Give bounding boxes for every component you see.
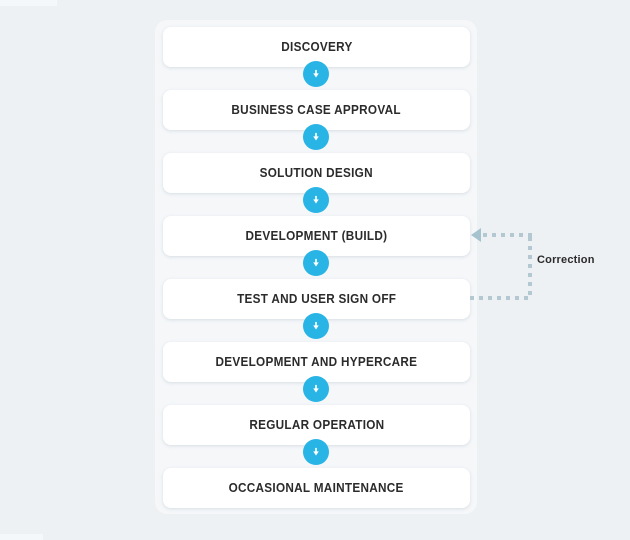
step-label: TEST AND USER SIGN OFF <box>236 292 397 306</box>
step-label: DISCOVERY <box>280 40 353 54</box>
step-box-test-and-user-sign-off: TEST AND USER SIGN OFF <box>163 279 470 319</box>
down-arrow-icon <box>303 439 329 465</box>
correction-left-arrow-icon <box>471 228 481 242</box>
step-box-solution-design: SOLUTION DESIGN <box>163 153 470 193</box>
bottom-left-edge-strip <box>0 534 43 540</box>
step-label: BUSINESS CASE APPROVAL <box>231 103 402 117</box>
correction-dashed-line-bottom <box>470 296 532 300</box>
step-box-business-case-approval: BUSINESS CASE APPROVAL <box>163 90 470 130</box>
step-box-development-build: DEVELOPMENT (BUILD) <box>163 216 470 256</box>
down-arrow-icon <box>303 187 329 213</box>
step-box-discovery: DISCOVERY <box>163 27 470 67</box>
correction-dashed-line-vertical <box>528 237 532 298</box>
step-label: OCCASIONAL MAINTENANCE <box>228 481 405 495</box>
step-box-occasional-maintenance: OCCASIONAL MAINTENANCE <box>163 468 470 508</box>
down-arrow-icon <box>303 61 329 87</box>
down-arrow-icon <box>303 250 329 276</box>
step-box-development-and-hypercare: DEVELOPMENT AND HYPERCARE <box>163 342 470 382</box>
correction-dashed-line-top <box>483 233 532 237</box>
step-box-regular-operation: REGULAR OPERATION <box>163 405 470 445</box>
step-label: SOLUTION DESIGN <box>259 166 374 180</box>
step-label: DEVELOPMENT (BUILD) <box>245 229 388 243</box>
down-arrow-icon <box>303 124 329 150</box>
down-arrow-icon <box>303 313 329 339</box>
down-arrow-icon <box>303 376 329 402</box>
step-label: DEVELOPMENT AND HYPERCARE <box>215 355 418 369</box>
top-left-edge-strip <box>0 0 57 6</box>
correction-label: Correction <box>537 254 595 266</box>
step-label: REGULAR OPERATION <box>248 418 385 432</box>
